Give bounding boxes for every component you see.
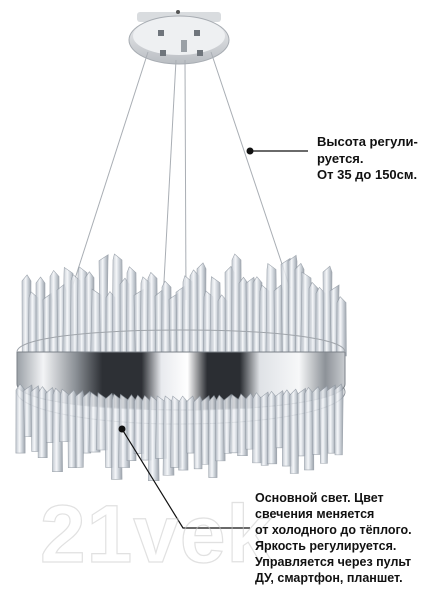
callout-line: Управляется через пульт <box>255 555 412 569</box>
crystal-skirt <box>15 383 344 481</box>
light-callout-dot <box>118 425 126 433</box>
height-callout-dot <box>246 147 254 155</box>
ceiling-canopy <box>128 10 230 65</box>
crystal-prism <box>333 383 344 456</box>
callout-line: свечения меняется <box>255 507 375 521</box>
callout-line: Высота регули- <box>317 134 418 149</box>
crystal-crown <box>21 253 347 357</box>
crystal-prism <box>336 296 347 357</box>
callout-line: от холодного до тёплого. <box>255 523 412 537</box>
suspension-cables <box>71 51 291 301</box>
callout-line: От 35 до 150см. <box>317 167 418 183</box>
callout-line: Яркость регулируется. <box>255 539 397 553</box>
callout-line: ДУ, смартфон, планшет. <box>255 571 403 585</box>
main-light-callout: Основной свет. Цвет свечения меняется от… <box>255 490 412 586</box>
callout-line: Основной свет. Цвет <box>255 491 384 505</box>
callout-line: руется. <box>317 150 364 166</box>
callout-leaders <box>118 147 308 529</box>
height-adjustment-callout: Высота регули- руется. От 35 до 150см. <box>317 134 418 184</box>
